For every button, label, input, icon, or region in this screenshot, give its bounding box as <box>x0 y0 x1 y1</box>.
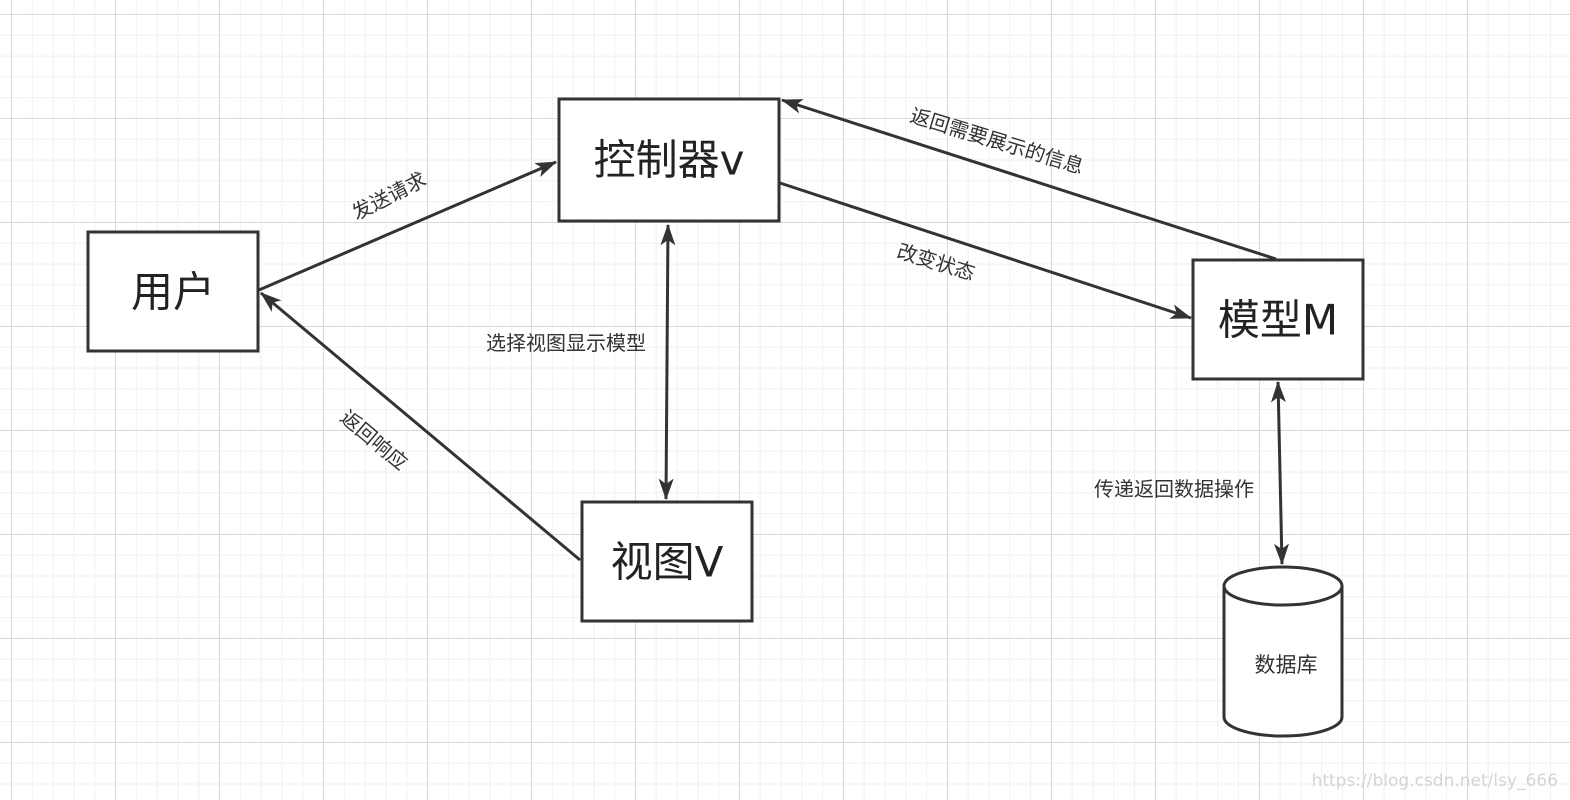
user-node: 用户 <box>86 230 260 353</box>
view-label: 视图V <box>611 538 724 587</box>
database-label: 数据库 <box>1255 653 1318 677</box>
data-ops-arrow <box>1270 380 1290 566</box>
controller-node: 控制器v <box>557 97 781 223</box>
return-response-label: 返回响应 <box>336 405 413 475</box>
user-label: 用户 <box>131 268 215 317</box>
model-label: 模型M <box>1218 296 1338 345</box>
watermark-text: https://blog.csdn.net/lsy_666 <box>1312 771 1558 791</box>
return-info-label: 返回需要展示的信息 <box>907 103 1086 179</box>
select-view-label: 选择视图显示模型 <box>486 331 646 355</box>
model-node: 模型M <box>1191 258 1365 381</box>
view-node: 视图V <box>580 500 754 623</box>
database-node: 数据库 <box>1222 565 1344 738</box>
return-response-arrow <box>260 291 581 562</box>
data-ops-label: 传递返回数据操作 <box>1094 477 1254 501</box>
send-request-arrow <box>258 160 557 292</box>
controller-label: 控制器v <box>594 136 745 185</box>
select-view-arrow <box>658 223 676 501</box>
change-state-label: 改变状态 <box>894 239 978 285</box>
return-info-arrow <box>780 98 1277 261</box>
send-request-label: 发送请求 <box>348 167 430 225</box>
change-state-arrow <box>779 181 1193 320</box>
